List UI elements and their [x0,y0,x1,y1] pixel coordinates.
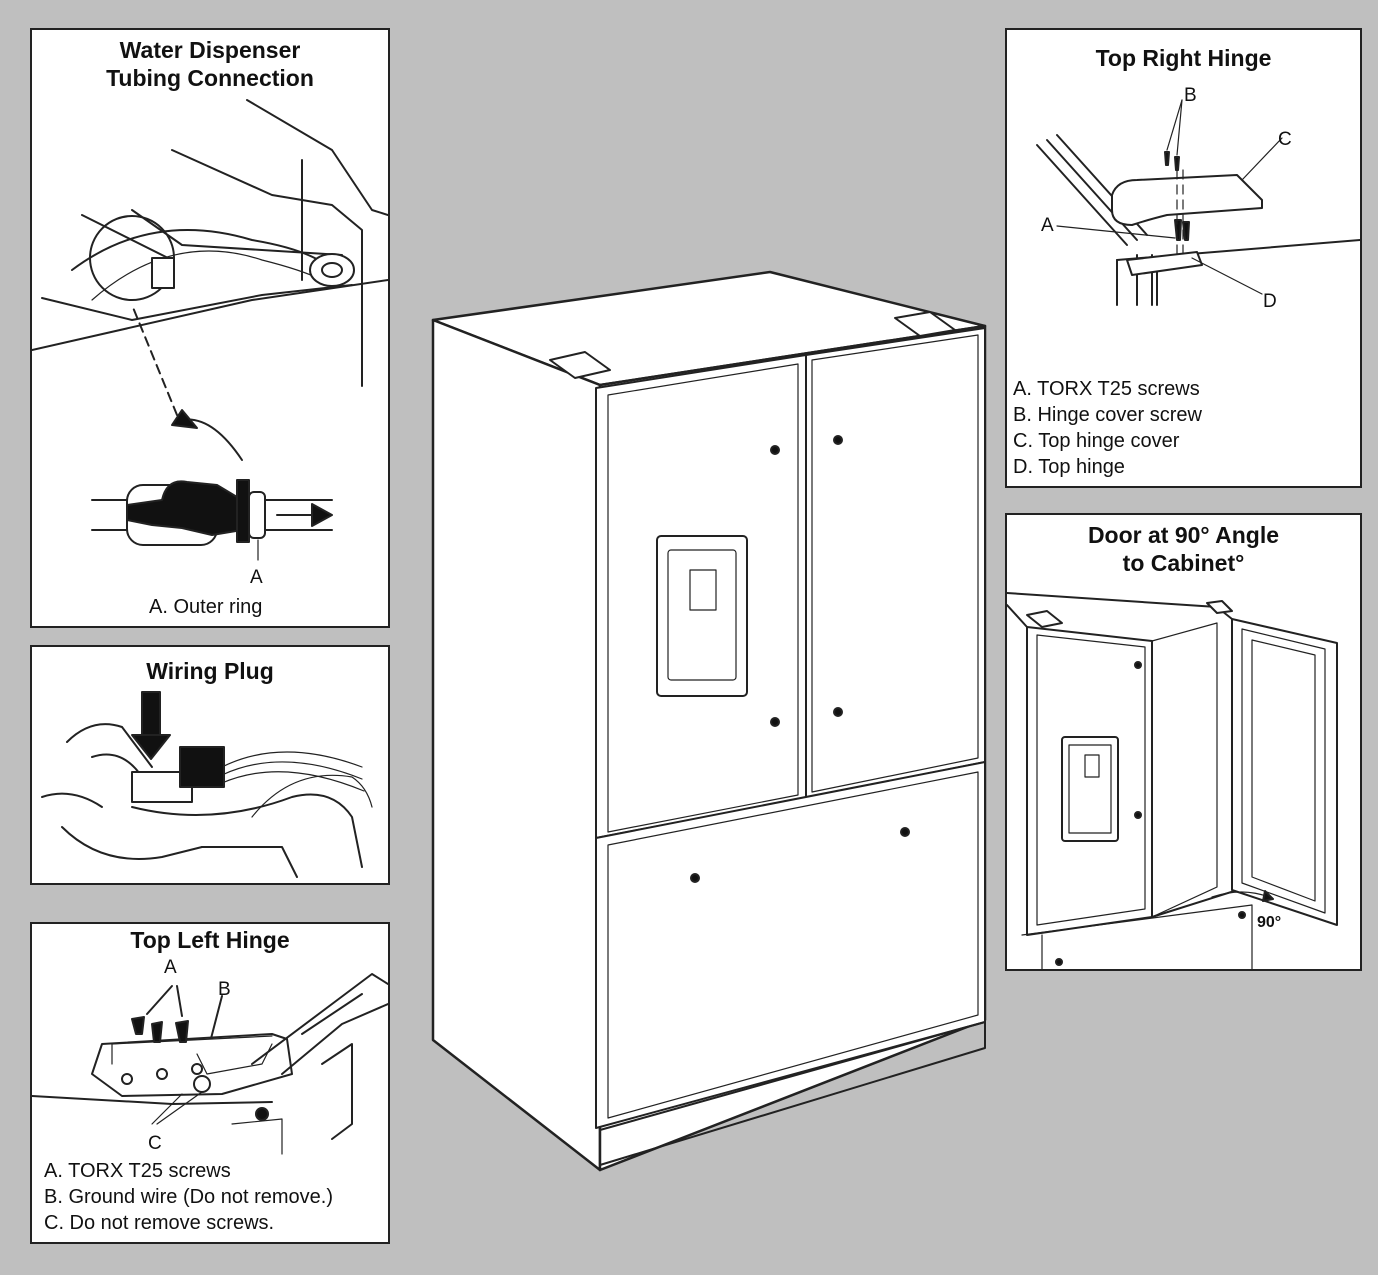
water-dispenser-label-a: A [250,567,263,588]
water-dispenser-panel: Water Dispenser Tubing Connection A A. O… [30,28,390,628]
door-angle-illustration [1007,592,1338,969]
top-right-hinge-label-c: C [1278,129,1292,150]
water-dispenser-title-line1: Water Dispenser [119,37,301,63]
top-left-hinge-label-b: B [218,979,231,1000]
wiring-plug-illustration [41,691,373,878]
top-right-hinge-title: Top Right Hinge [1095,45,1272,71]
water-dispenser-illustration [32,99,388,561]
wiring-plug-title: Wiring Plug [146,658,274,684]
wiring-plug-panel: Wiring Plug [30,645,390,885]
top-right-hinge-label-b: B [1184,85,1197,106]
top-left-hinge-illustration [32,973,388,1155]
top-right-hinge-caption-d: D. Top hinge [1013,456,1125,478]
top-left-hinge-panel: Top Left Hinge A B C A. TORX T25 screws … [30,922,390,1244]
door-angle-title-line1: Door at 90° Angle [1087,522,1280,548]
water-dispenser-caption-a: A. Outer ring [149,596,263,618]
top-right-hinge-illustration [1036,99,1360,306]
top-right-hinge-caption-b: B. Hinge cover screw [1013,404,1202,426]
top-left-hinge-label-a: A [164,957,177,978]
top-left-hinge-title: Top Left Hinge [130,927,290,953]
water-dispenser-title-line2: Tubing Connection [106,65,314,91]
top-right-hinge-label-a: A [1041,215,1054,236]
top-right-hinge-panel: Top Right Hinge B C A D A. TORX T25 scre… [1005,28,1362,488]
top-left-hinge-caption-b: B. Ground wire (Do not remove.) [44,1186,333,1208]
door-angle-panel: Door at 90° Angle to Cabinet° 90° [1005,513,1362,971]
top-right-hinge-caption-c: C. Top hinge cover [1013,430,1180,452]
top-right-hinge-caption-a: A. TORX T25 screws [1013,378,1200,400]
door-angle-title-line2: to Cabinet° [1122,550,1245,576]
top-left-hinge-caption-a: A. TORX T25 screws [44,1160,231,1182]
top-left-hinge-caption-c: C. Do not remove screws. [44,1212,275,1234]
top-left-hinge-label-c: C [148,1133,162,1154]
top-right-hinge-label-d: D [1263,291,1277,312]
door-angle-label: 90° [1257,914,1282,931]
